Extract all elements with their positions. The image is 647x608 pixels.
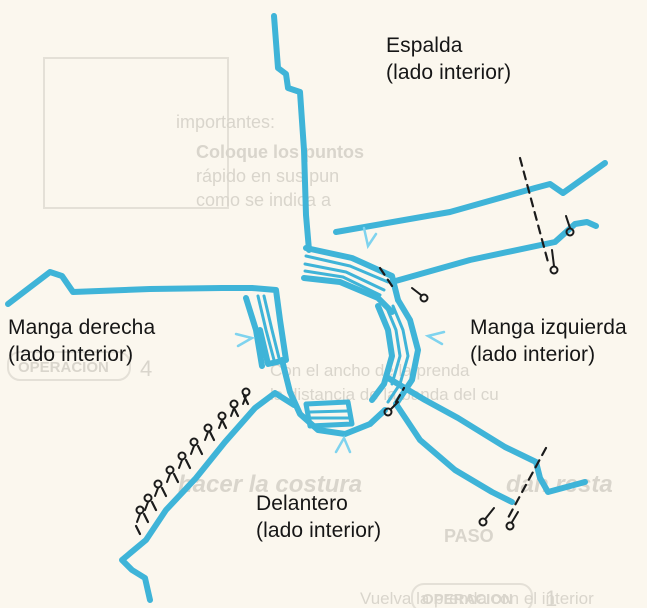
tick [142, 512, 150, 524]
label-delantero-line2: (lado interior) [256, 519, 382, 542]
pin-icon [565, 215, 575, 237]
left-sleeve-band-stitch-2 [384, 304, 402, 386]
ghost-op1-box [411, 583, 533, 608]
direction-arrows [234, 226, 446, 454]
manga-izquierda-lower-edge [389, 219, 599, 285]
right-sleeve-band-stitch-2 [262, 294, 281, 360]
right-sleeve-band-outer [249, 285, 289, 367]
front-band-stitch [308, 409, 351, 420]
manga-izquierda-upper-edge [333, 160, 608, 235]
ghost-box-top [43, 57, 229, 209]
ghost-background-text: importantes: Coloque los puntos rápido e… [7, 57, 613, 608]
tick [232, 406, 240, 418]
label-manga-izquierda-line1: Manga izquierda [470, 316, 627, 339]
pin-icon [241, 387, 251, 405]
pin-icon [189, 437, 199, 455]
tick [208, 430, 216, 442]
arrow-left [234, 332, 256, 348]
pin-icon [383, 401, 399, 417]
ghost-op1-text: Vuelva la prenda con el interior [360, 589, 594, 608]
arrow-top [362, 226, 378, 250]
label-manga-izquierda: Manga izquierda (lado interior) [470, 314, 627, 368]
left-sleeve-band-outer [393, 297, 421, 407]
dashed-cut-lines [378, 156, 550, 520]
front-curve [279, 357, 388, 437]
manga-izquierda-lower-sleeve-b [393, 401, 515, 505]
ghost-heading: hacer la costura [178, 471, 362, 498]
pin-icon [549, 249, 559, 275]
pin-icon [143, 493, 153, 511]
tick [172, 472, 180, 484]
ghost-op4-num: 4 [140, 356, 152, 381]
left-sleeve-band-inner [369, 303, 395, 403]
pin-icon [153, 479, 163, 497]
tick [196, 444, 204, 456]
arrow-bottom [334, 435, 352, 454]
back-band-outer [303, 245, 401, 303]
manga-derecha-outline [5, 269, 255, 307]
delantero-lower-left-edge [119, 390, 297, 603]
dashed-line-neck-right [378, 266, 394, 288]
dashed-line-lower-right [506, 446, 548, 520]
back-band-stitch-2 [303, 262, 386, 292]
ghost-line-a: importantes: [176, 112, 275, 132]
right-sleeve-band-stitch-1 [256, 294, 276, 362]
manga-izquierda-lower-sleeve [385, 375, 588, 495]
tick [150, 500, 158, 512]
dashed-line-upper-right [518, 156, 550, 264]
pins [135, 215, 575, 531]
ghost-paso: PASO [444, 526, 494, 546]
label-espalda-line1: Espalda [386, 34, 463, 57]
ghost-op4-text2: la distancia de la banda del cu [270, 385, 499, 404]
label-delantero: Delantero (lado interior) [256, 490, 381, 544]
label-manga-derecha-line2: (lado interior) [8, 343, 134, 366]
dashed-line-neck-left [394, 386, 406, 404]
tick [160, 486, 168, 498]
label-delantero-line1: Delantero [256, 492, 348, 515]
ghost-heading-tail: dan resta [506, 471, 613, 498]
label-manga-derecha-line1: Manga derecha [8, 316, 156, 339]
label-espalda-line2: (lado interior) [386, 61, 512, 84]
pin-icon [411, 287, 429, 303]
tick [184, 458, 192, 470]
front-band-box [303, 399, 355, 429]
pin-icon [165, 465, 175, 483]
ghost-op1-label: OPERACION [422, 591, 513, 608]
arrow-right [424, 330, 446, 346]
pin-icon [177, 451, 187, 469]
pin-icon [229, 399, 239, 417]
right-sleeve-band-inner [243, 295, 265, 369]
ghost-op1-num: 1 [545, 586, 557, 608]
ghost-op4-text: Con el ancho de la prenda [270, 361, 470, 380]
pin-icon [135, 505, 145, 523]
tick [134, 524, 142, 536]
espalda-outline [271, 13, 312, 253]
back-band-stitch-3 [303, 269, 382, 297]
ghost-op4-label: OPERACION [18, 359, 109, 376]
back-band-stitch-1 [304, 254, 390, 284]
pin-icon [505, 511, 519, 531]
tick [220, 418, 228, 430]
garment-outlines [5, 13, 608, 603]
pin-icon [478, 507, 495, 527]
ghost-op4-box [7, 351, 131, 381]
label-espalda: Espalda (lado interior) [386, 32, 511, 86]
label-manga-derecha: Manga derecha (lado interior) [8, 314, 155, 368]
pin-icon [217, 411, 227, 429]
ghost-line-d: como se indica a [196, 190, 332, 210]
pin-icon [203, 423, 213, 441]
ghost-line-b: Coloque los puntos [196, 142, 364, 162]
left-sleeve-band-stitch-1 [386, 304, 410, 404]
label-manga-izquierda-line2: (lado interior) [470, 343, 596, 366]
ghost-line-c: rápido en sus pun [196, 166, 339, 186]
neckband-ring [243, 245, 421, 437]
